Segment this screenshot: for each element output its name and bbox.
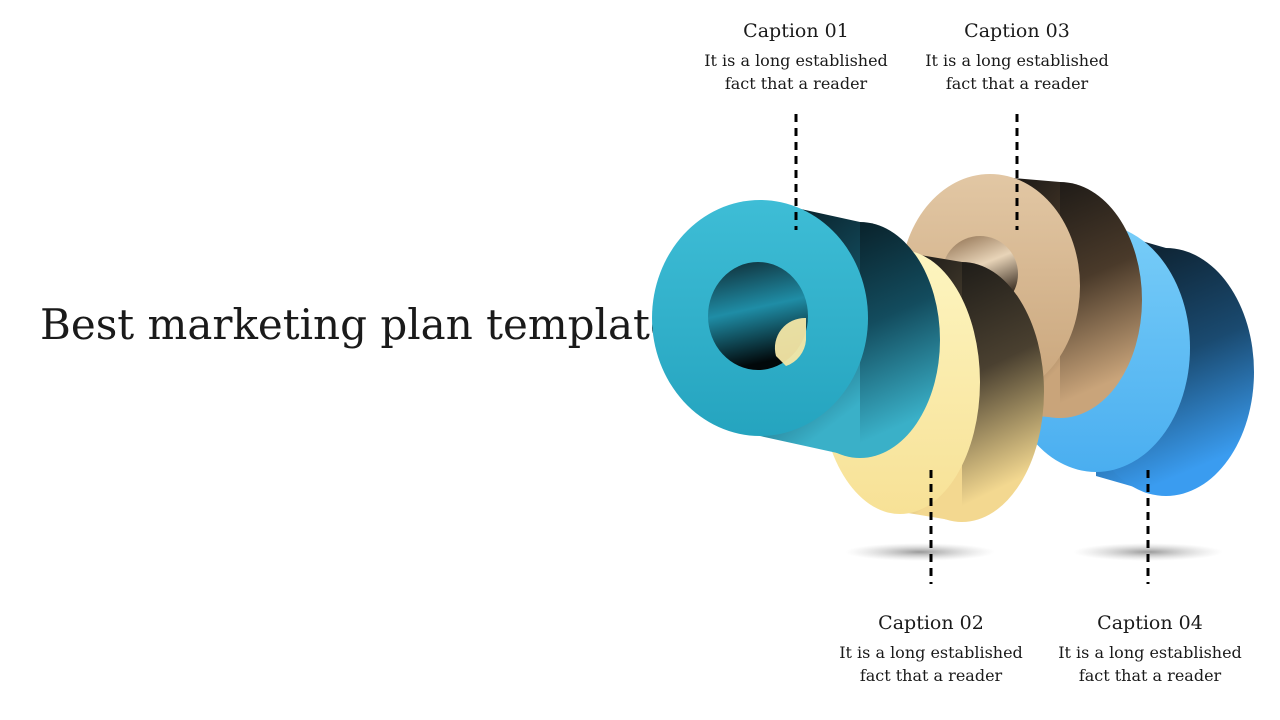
shadow-left bbox=[845, 543, 995, 561]
caption-03: Caption 03 It is a long established fact… bbox=[907, 19, 1127, 95]
slide-title: Best marketing plan template bbox=[40, 300, 675, 349]
caption-04-title: Caption 04 bbox=[1097, 612, 1203, 634]
shadow-right bbox=[1073, 543, 1223, 561]
caption-01-title: Caption 01 bbox=[743, 20, 849, 42]
caption-03-line1: It is a long established bbox=[925, 51, 1109, 70]
caption-02-line2: fact that a reader bbox=[859, 666, 1003, 685]
caption-03-title: Caption 03 bbox=[964, 20, 1070, 42]
caption-02-line1: It is a long established bbox=[839, 643, 1023, 662]
caption-04-line1: It is a long established bbox=[1058, 643, 1242, 662]
caption-04: Caption 04 It is a long established fact… bbox=[1040, 611, 1260, 687]
caption-02-title: Caption 02 bbox=[878, 612, 984, 634]
caption-04-line2: fact that a reader bbox=[1078, 666, 1222, 685]
caption-02: Caption 02 It is a long established fact… bbox=[821, 611, 1041, 687]
caption-01-line2: fact that a reader bbox=[724, 74, 868, 93]
caption-01: Caption 01 It is a long established fact… bbox=[686, 19, 906, 95]
caption-01-line1: It is a long established bbox=[704, 51, 888, 70]
caption-03-line2: fact that a reader bbox=[945, 74, 1089, 93]
cylinder-01 bbox=[652, 200, 940, 458]
